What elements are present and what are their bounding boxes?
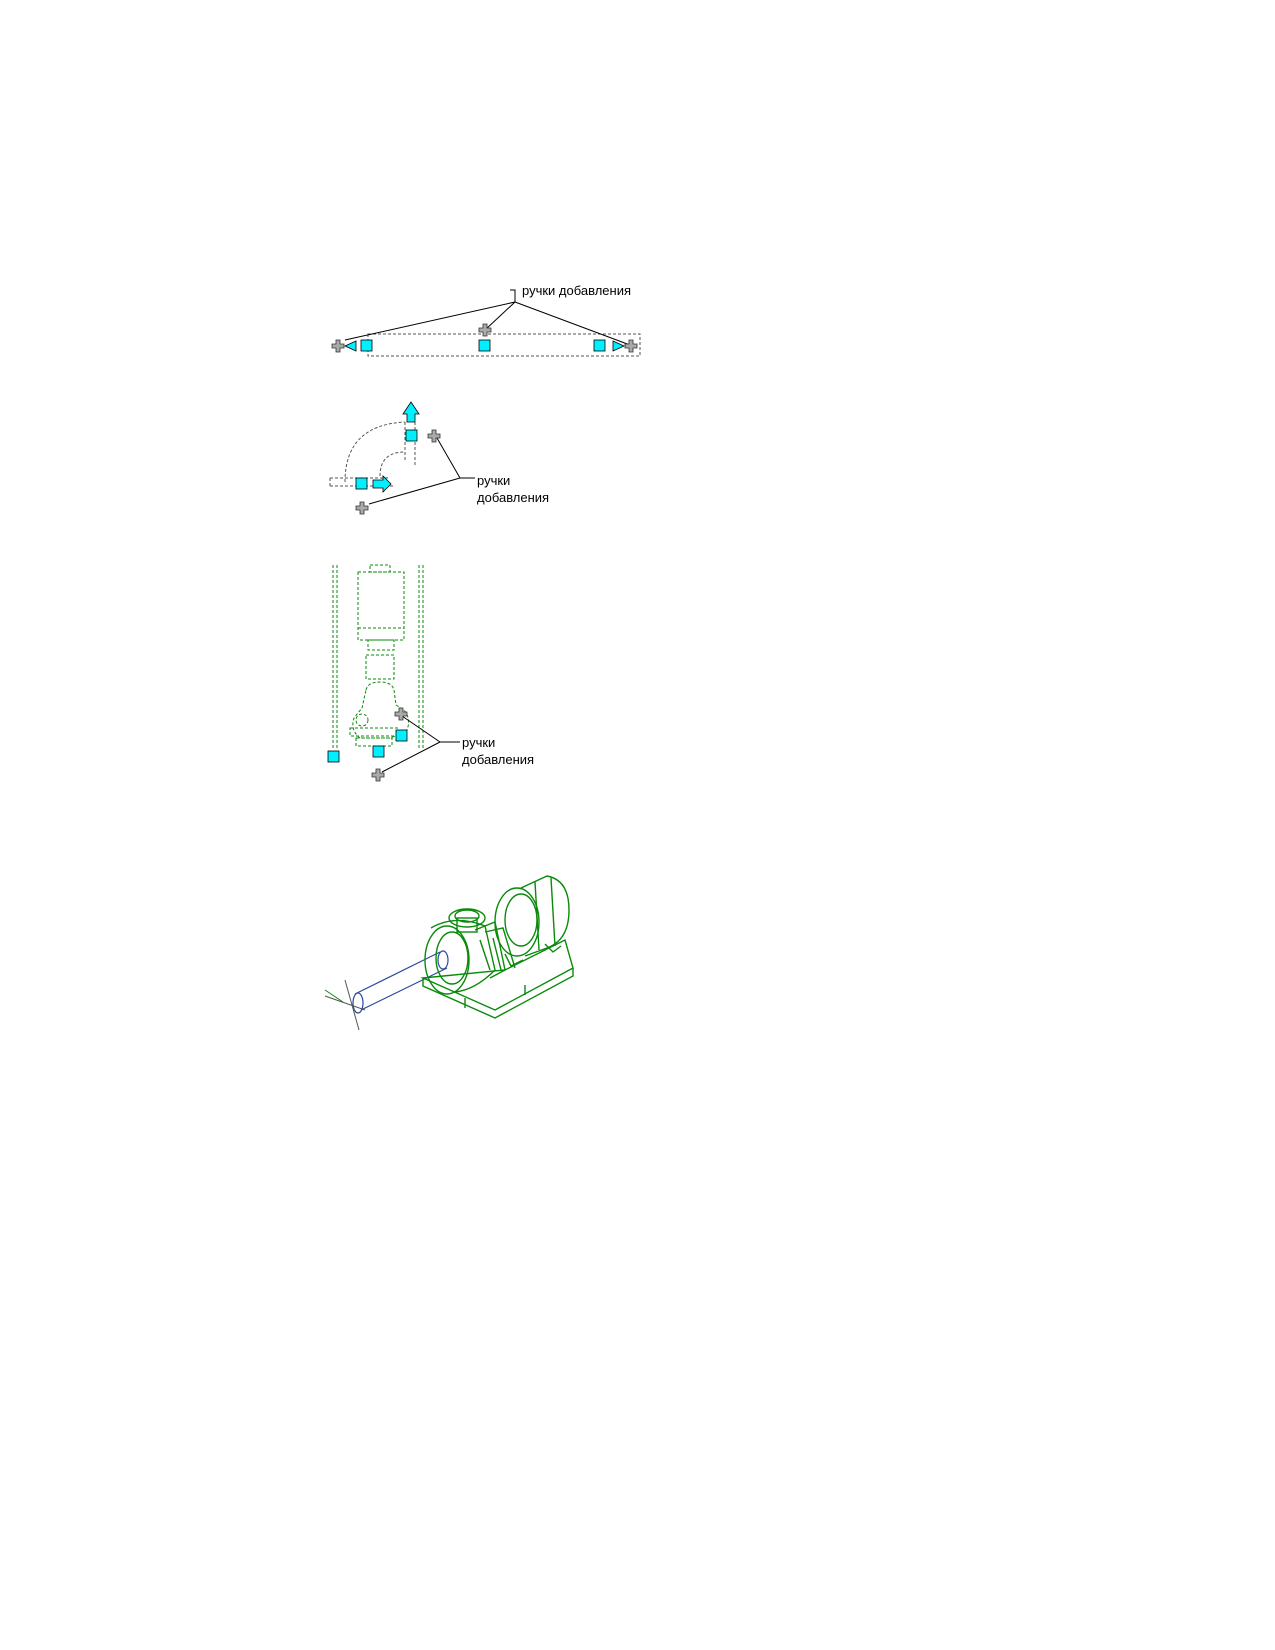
leader-line: [514, 301, 631, 346]
add-grip-plus-icon: [331, 339, 345, 353]
add-grip-plus-icon: [394, 707, 408, 721]
leader-line: [344, 301, 516, 341]
add-grip-plus-icon: [427, 429, 441, 443]
grip-square-icon: [405, 429, 418, 442]
grip-square-icon: [593, 339, 606, 352]
pump-motor: [357, 571, 405, 641]
add-grips-label: ручки добавления: [522, 283, 632, 298]
leader-line: [401, 715, 441, 743]
add-grip-plus-icon: [371, 768, 385, 782]
ucs-crosshair: [324, 979, 366, 1031]
grip-square-icon: [327, 750, 340, 763]
figure-straight-pipe: [331, 289, 641, 357]
add-grips-label-line2: добавления: [477, 490, 550, 505]
figure-pump-plan: [327, 564, 460, 782]
leader-line: [484, 289, 516, 331]
elbow-outline: [379, 451, 406, 477]
flow-arrow-icon: [402, 401, 420, 423]
grip-square-icon: [355, 477, 368, 490]
leader-line: [436, 437, 461, 479]
add-grips-label-line1: ручки: [477, 473, 511, 488]
add-grip-plus-icon: [624, 339, 638, 353]
leader-line: [368, 477, 461, 505]
elbow-outline: [344, 421, 406, 483]
pump-3d-body: [420, 875, 574, 1019]
grip-square-icon: [372, 745, 385, 758]
end-triangle-icon: [344, 340, 357, 352]
add-grip-plus-icon: [478, 323, 492, 337]
grip-square-icon: [478, 339, 491, 352]
grip-square-icon: [395, 729, 408, 742]
pipe: [352, 950, 449, 1014]
add-grips-label-line2: добавления: [462, 752, 535, 767]
add-grip-plus-icon: [355, 501, 369, 515]
figure-pump-3d: [324, 875, 574, 1031]
end-triangle-icon: [612, 340, 625, 352]
grip-square-icon: [360, 339, 373, 352]
add-grips-label-line1: ручки: [462, 735, 496, 750]
flow-arrow-icon: [372, 475, 392, 493]
leader-line: [381, 741, 441, 773]
pump-coupling: [365, 654, 395, 680]
figure-elbow: [329, 401, 475, 515]
